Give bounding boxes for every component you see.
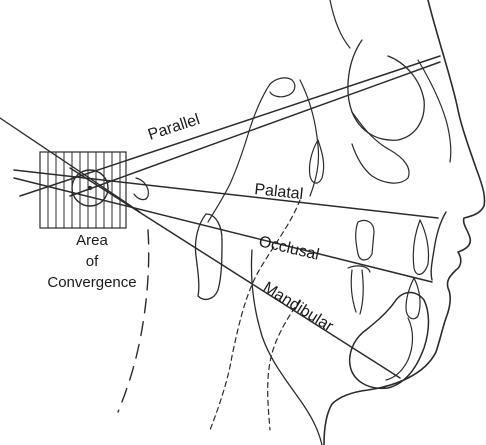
incisor-lower	[406, 278, 420, 319]
incisor-upper	[413, 220, 428, 274]
area-label-line-3: Convergence	[47, 274, 136, 291]
parallel-line-lower	[20, 56, 440, 196]
molar-upper	[356, 220, 374, 260]
upper-lip	[431, 212, 446, 280]
sella-contour	[270, 78, 295, 97]
neck-front	[251, 250, 322, 445]
label-palatal: Palatal	[254, 181, 304, 203]
cranial-base	[208, 84, 270, 222]
label-mandibular: Mandibular	[260, 279, 337, 336]
pharynx-dashed	[210, 200, 300, 430]
extension-line	[0, 118, 140, 212]
area-label-line-1: Area	[76, 232, 108, 249]
maxilla-contour	[352, 112, 409, 183]
nasal-bone	[418, 60, 451, 162]
airway-dashed	[268, 300, 300, 430]
tragus	[134, 178, 148, 200]
frontal-curve	[330, 0, 350, 48]
convergence-point	[88, 186, 92, 190]
convergence-hatch	[40, 152, 126, 228]
occiput-dashed	[118, 230, 149, 412]
face-profile	[324, 0, 485, 445]
area-label-line-2: of	[86, 253, 99, 270]
molar-lower	[348, 266, 370, 314]
orbit-outline	[348, 40, 424, 140]
chin-symphysis	[386, 318, 413, 380]
label-occlusal: Occlusal	[257, 233, 321, 263]
zygoma-contour	[309, 140, 323, 183]
